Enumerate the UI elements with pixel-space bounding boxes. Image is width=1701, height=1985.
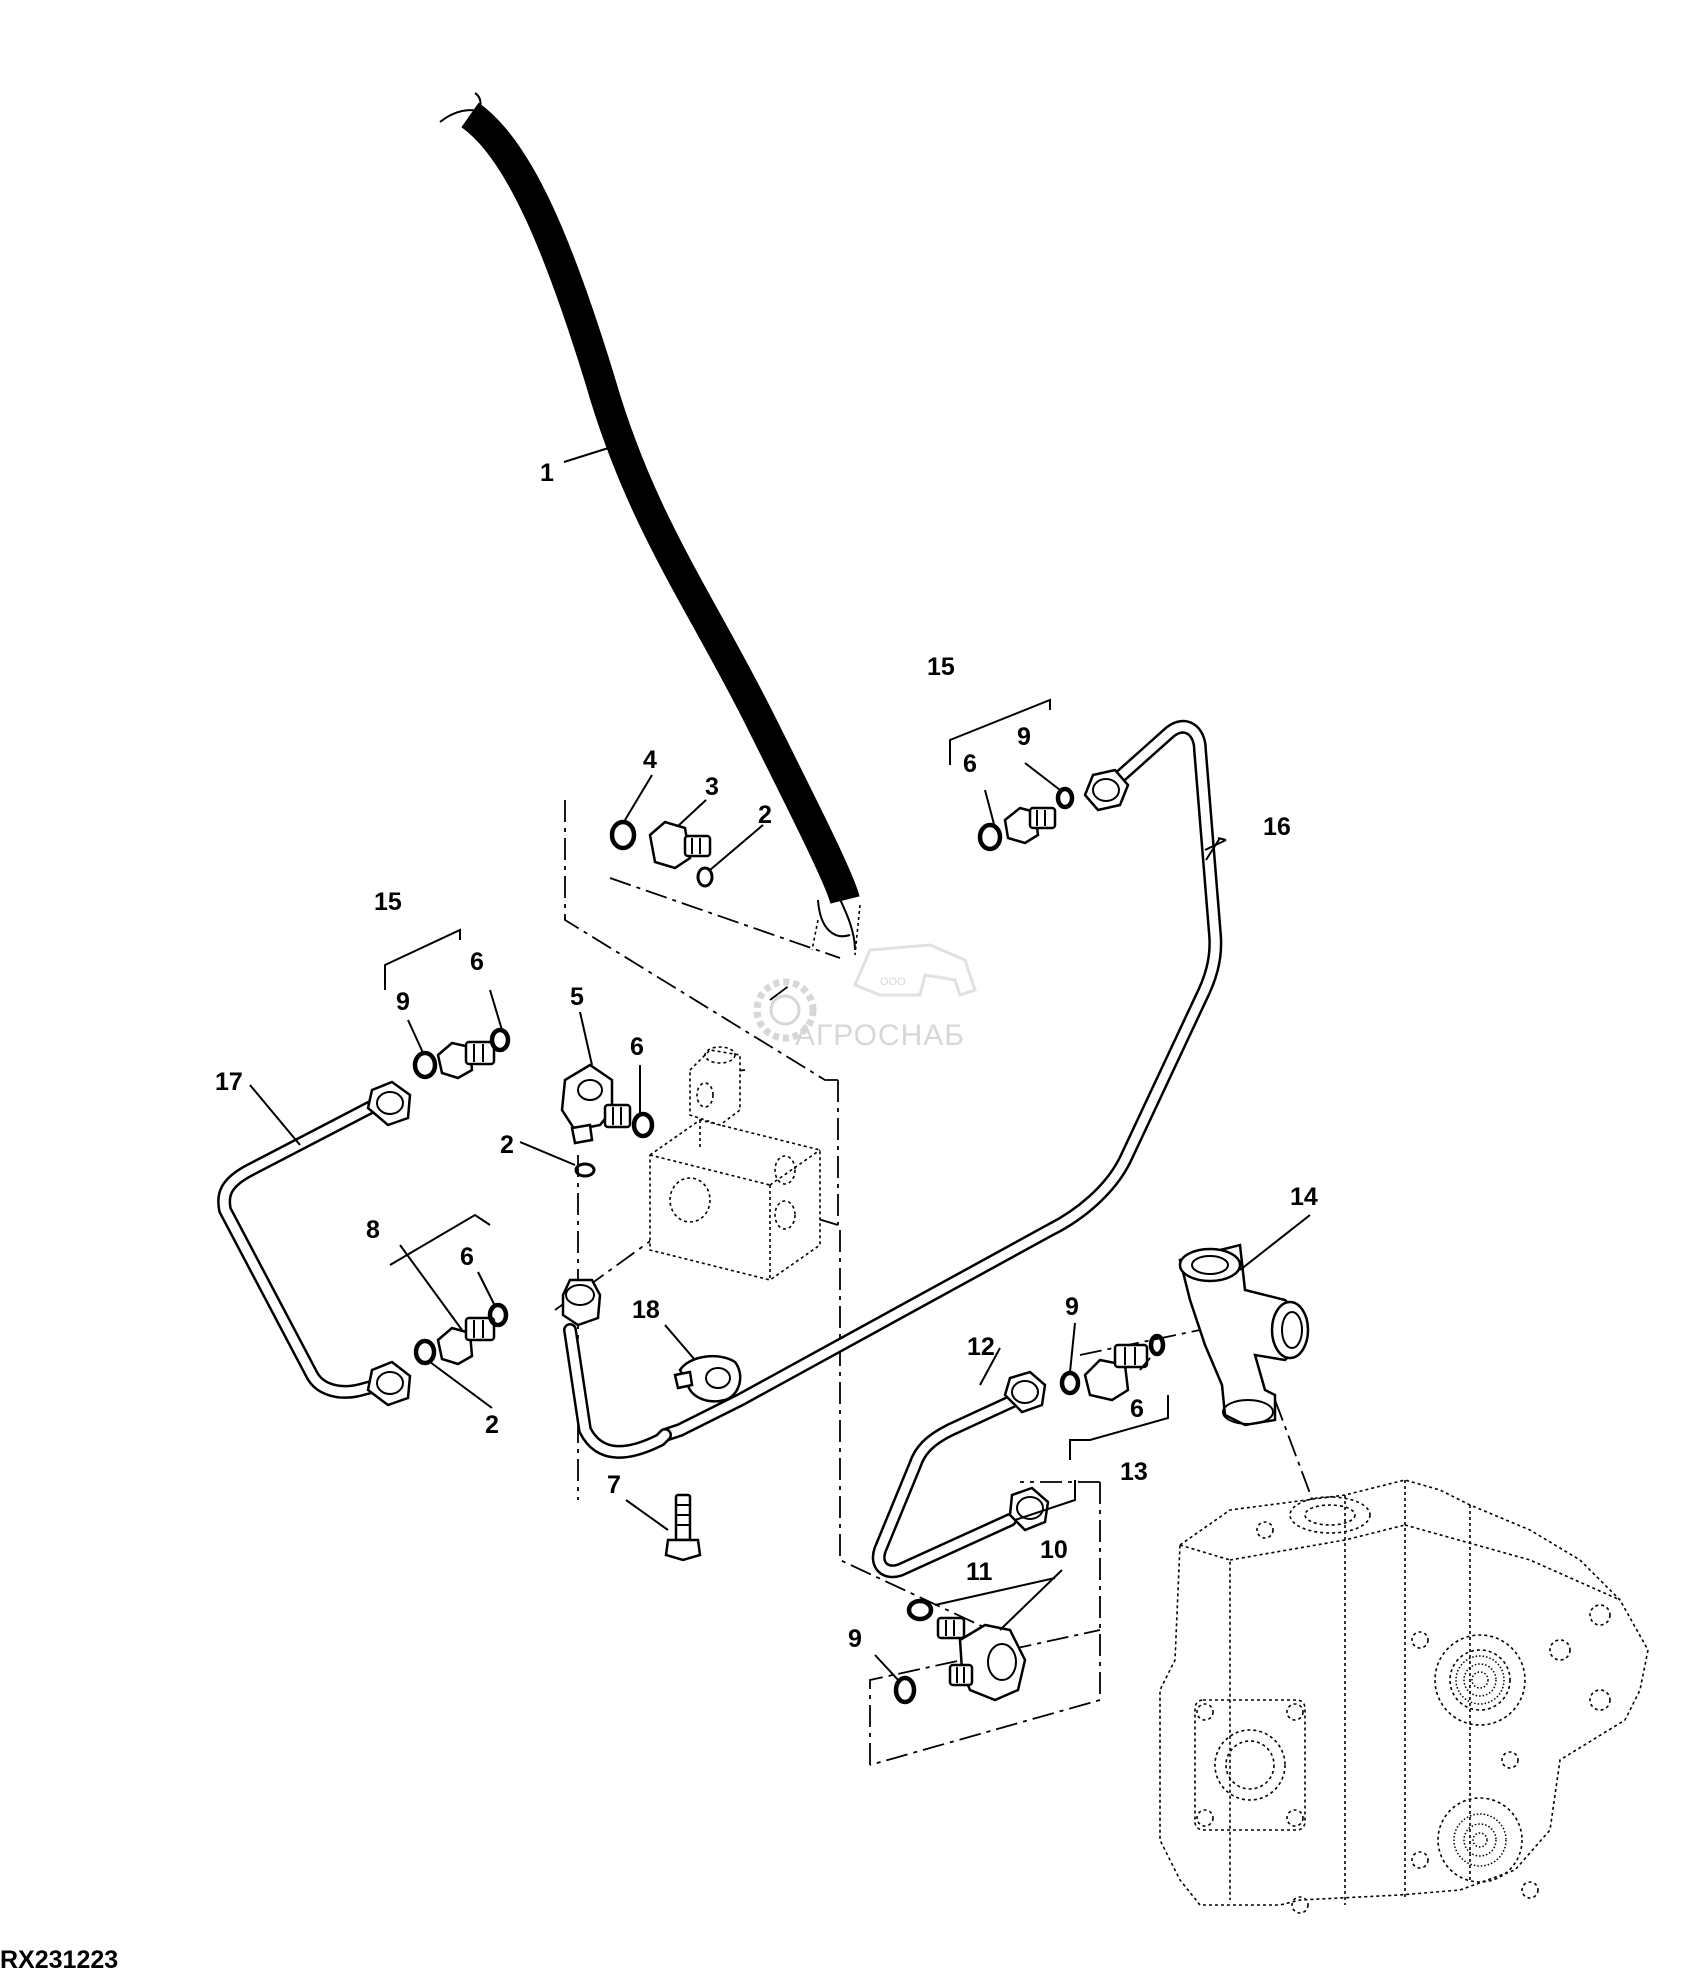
callout-6-mid: 6 xyxy=(630,1033,644,1061)
o-ring-part-9-bottom xyxy=(893,1675,917,1705)
callout-9-13: 9 xyxy=(1065,1293,1079,1321)
tube-part-16 xyxy=(561,719,1223,1459)
o-ring-part-11 xyxy=(906,1598,934,1622)
hydraulic-pump xyxy=(1159,1479,1649,1914)
callout-2-top: 2 xyxy=(758,801,772,829)
fitting-part-8 xyxy=(436,1316,496,1366)
elbow-fitting-part-10 xyxy=(936,1616,1027,1702)
tube-16-nut-left xyxy=(561,1278,602,1327)
callout-6-lower: 6 xyxy=(460,1243,474,1271)
tube-16-nut-top xyxy=(1083,768,1130,812)
callout-17: 17 xyxy=(215,1068,243,1096)
o-ring-part-6-left xyxy=(489,1027,511,1053)
o-ring-part-6-right xyxy=(977,822,1003,852)
tube-17-nut-lower xyxy=(366,1360,412,1407)
callout-3: 3 xyxy=(705,773,719,801)
callout-1: 1 xyxy=(540,459,554,487)
callout-9-right: 9 xyxy=(1017,723,1031,751)
callout-2-lower: 2 xyxy=(485,1411,499,1439)
fitting-part-15-left xyxy=(436,1040,496,1080)
callout-9-left: 9 xyxy=(396,988,410,1016)
figure-id: RX231223 xyxy=(0,1946,118,1974)
valve-block xyxy=(649,1046,821,1281)
callout-16: 16 xyxy=(1263,813,1291,841)
callout-10: 10 xyxy=(1040,1536,1068,1564)
callout-6-13: 6 xyxy=(1130,1395,1144,1423)
brackets xyxy=(384,698,1169,1521)
fitting-part-15-right xyxy=(1003,806,1057,845)
callout-14: 14 xyxy=(1290,1183,1318,1211)
pump-lower-spline xyxy=(1453,1813,1507,1867)
callout-4: 4 xyxy=(643,746,657,774)
tee-fitting-part-14 xyxy=(1178,1243,1310,1427)
callout-8: 8 xyxy=(366,1216,380,1244)
o-ring-part-4 xyxy=(609,819,637,851)
tube-17-nut-upper xyxy=(366,1080,412,1127)
callout-7: 7 xyxy=(607,1471,621,1499)
clamp-part-18 xyxy=(673,1355,742,1403)
o-ring-part-6-lower xyxy=(487,1302,509,1328)
tube-part-17 xyxy=(217,1080,412,1407)
callout-6-left: 6 xyxy=(470,948,484,976)
o-ring-part-2-lower xyxy=(413,1338,437,1366)
o-ring-part-6-mid xyxy=(631,1111,655,1139)
callout-18: 18 xyxy=(632,1296,660,1324)
o-ring-part-2-top xyxy=(696,866,714,888)
callout-15-right: 15 xyxy=(927,653,955,681)
hose-part-1 xyxy=(439,92,861,956)
leader-lines xyxy=(249,444,1311,1683)
callout-11: 11 xyxy=(966,1558,993,1586)
callout-5: 5 xyxy=(570,983,584,1011)
callout-13: 13 xyxy=(1120,1458,1148,1486)
fitting-part-13 xyxy=(1083,1343,1149,1402)
watermark-sub: ООО xyxy=(880,976,906,988)
tube-12-nut-upper xyxy=(1003,1370,1047,1414)
fitting-part-3 xyxy=(648,820,712,870)
o-ring-part-6-13 xyxy=(1148,1333,1166,1357)
bolt-part-7 xyxy=(664,1493,702,1562)
tube-part-12 xyxy=(871,1370,1050,1579)
o-ring-part-2-mid xyxy=(574,1162,596,1178)
pump-upper-spline xyxy=(1455,1655,1505,1705)
watermark-text: АГРОСНАБ xyxy=(795,1019,965,1052)
callout-labels: 1 2 2 2 3 4 5 6 6 6 6 6 7 8 9 9 9 9 10 1… xyxy=(215,459,1318,1653)
callout-2-mid: 2 xyxy=(500,1131,514,1159)
callout-9-bottom: 9 xyxy=(848,1625,862,1653)
o-ring-part-9-13 xyxy=(1059,1370,1081,1396)
o-ring-part-9-left xyxy=(412,1050,438,1080)
callout-6-right: 6 xyxy=(963,750,977,778)
callout-15-left: 15 xyxy=(374,888,402,916)
callout-12: 12 xyxy=(967,1333,995,1361)
elbow-fitting-part-5 xyxy=(560,1063,632,1145)
o-ring-part-9-right xyxy=(1055,786,1075,810)
watermark-logo: ООО АГРОСНАБ xyxy=(753,943,977,1052)
